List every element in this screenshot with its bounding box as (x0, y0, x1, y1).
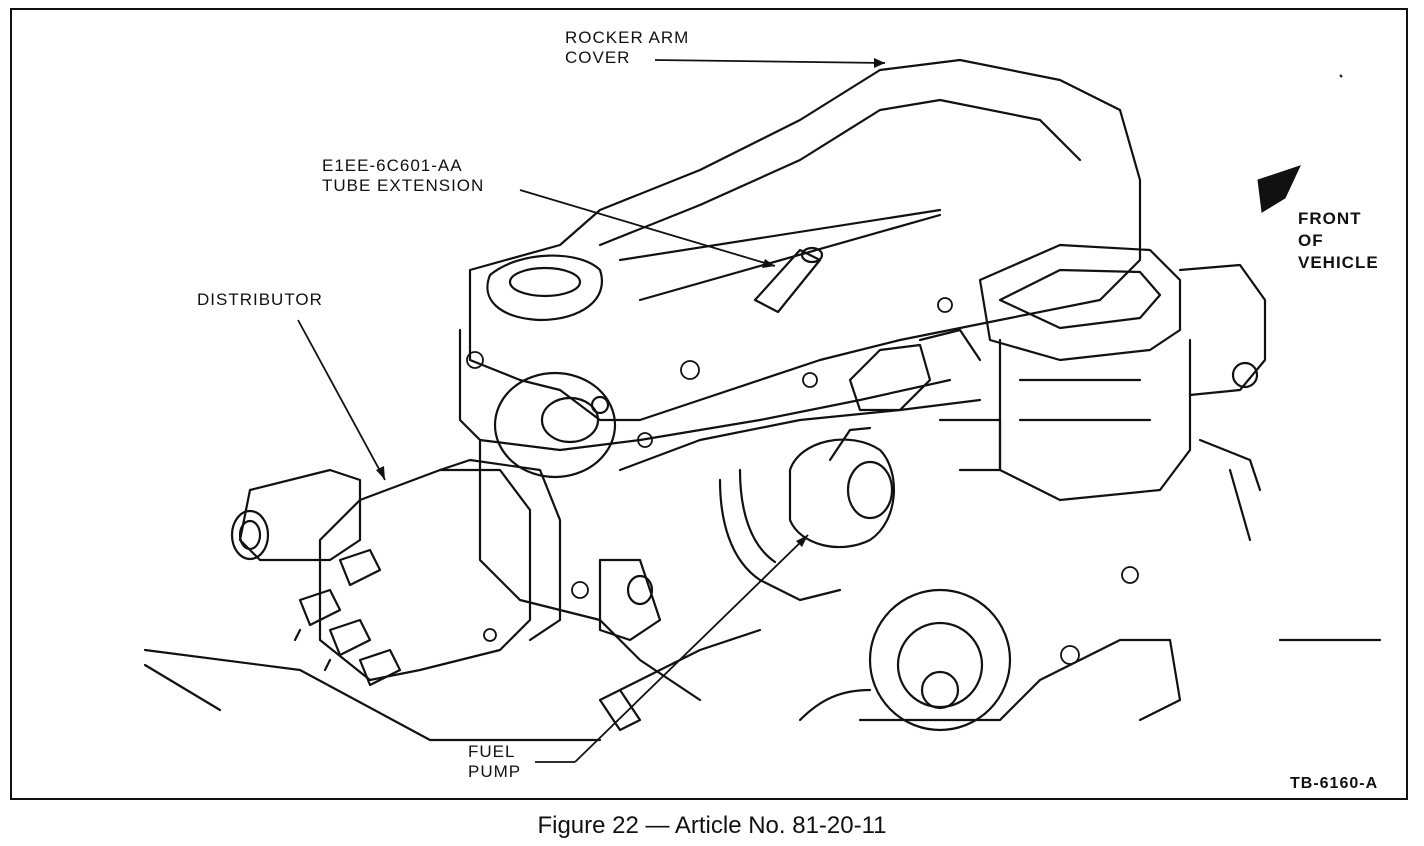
fuel-pump-leader (574, 534, 809, 763)
distributor (318, 468, 532, 682)
tube-extension-leader (519, 189, 776, 267)
distributor-leader (297, 319, 386, 481)
front-of-vehicle-label: FRONT OF VEHICLE (1298, 209, 1379, 272)
carburetor (978, 243, 1182, 362)
fuel-pump (788, 438, 896, 549)
rocker-arm-cover-leader (654, 59, 886, 64)
rocker-arm-cover-label: ROCKER ARM COVER (565, 28, 690, 67)
figure-caption: Figure 22 — Article No. 81-20-11 (537, 812, 887, 839)
fuel-pump-label: FUEL PUMP (468, 742, 522, 781)
distributor-label: DISTRIBUTOR (197, 290, 323, 309)
tube-extension-label: E1EE-6C601-AA TUBE EXTENSION (322, 156, 485, 195)
figure-id-label: TB-6160-A (1290, 775, 1379, 792)
rocker-arm-cover (468, 58, 1142, 422)
front-arrow-icon (1257, 165, 1301, 213)
